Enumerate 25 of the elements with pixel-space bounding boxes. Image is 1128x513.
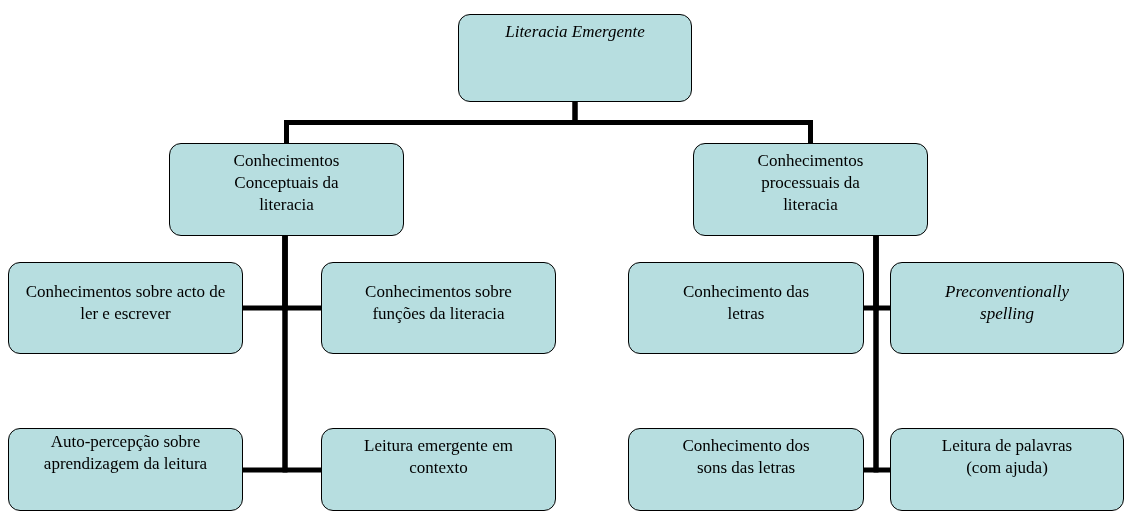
text-box: [628, 262, 864, 354]
box-text: Conhecimentos sobre funções da literacia: [364, 281, 513, 326]
text-box: [321, 262, 556, 354]
text-box: [321, 428, 556, 511]
text-box: [458, 14, 692, 102]
text-box: [628, 428, 864, 511]
connector-line: [282, 236, 321, 473]
box-text: Conhecimentos processuais da literacia: [756, 150, 865, 217]
box-text: Conhecimentos sobre acto de ler e escrever: [24, 281, 227, 326]
text-box: [890, 428, 1124, 511]
box-text: Leitura de palavras (com ajuda): [940, 435, 1074, 480]
box-text: Leitura emergente em contexto: [363, 435, 514, 480]
box-text: Literacia Emergente: [505, 21, 645, 43]
box-text: Conhecimento dos sons das letras: [681, 435, 811, 480]
text-box: [169, 143, 404, 236]
text-box: [890, 262, 1124, 354]
connector-line: [873, 236, 890, 473]
box-text: Preconventionally spelling: [944, 281, 1070, 326]
text-box: [693, 143, 928, 236]
text-box: [8, 262, 243, 354]
box-text: Conhecimentos Conceptuais da literacia: [232, 150, 341, 217]
box-text: Auto-percepção sobre aprendizagem da leitura: [42, 431, 209, 476]
connector-line: [572, 102, 813, 143]
text-box: [8, 428, 243, 511]
box-text: Conhecimento das letras: [681, 281, 811, 326]
